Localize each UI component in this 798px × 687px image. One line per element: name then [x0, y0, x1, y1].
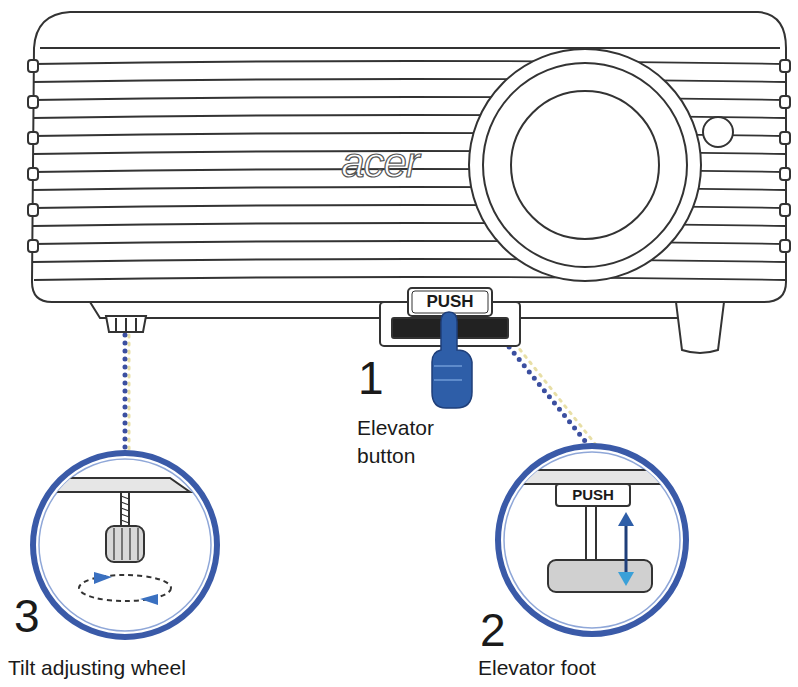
brand-logo: acer — [300, 138, 460, 188]
projector-body — [28, 12, 790, 353]
callout-number: 3 — [14, 590, 54, 642]
part-label: Tilt adjusting wheel — [8, 654, 288, 682]
button-label: PUSH — [556, 483, 630, 507]
callout-number: 1 — [358, 352, 398, 404]
part-label: Elevator foot — [478, 654, 698, 682]
part-label: Elevator button — [357, 414, 469, 470]
pressing-hand — [432, 312, 472, 408]
button-label: PUSH — [410, 290, 490, 314]
callout-number: 2 — [480, 604, 520, 656]
zoom-circle — [30, 453, 217, 637]
zoom-circle — [495, 446, 690, 634]
